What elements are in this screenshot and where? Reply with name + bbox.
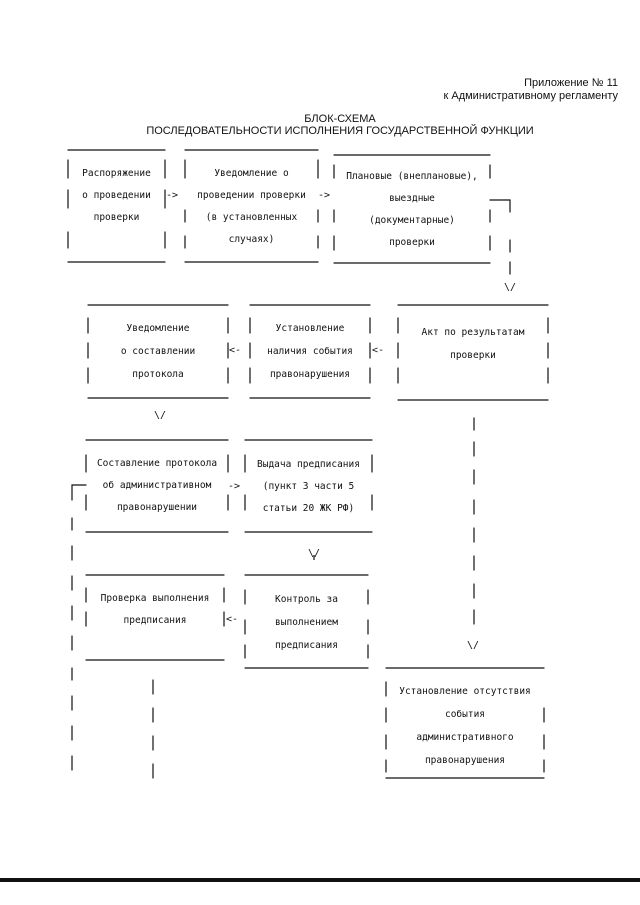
box-no-violation-line: Установление отсутствия — [399, 686, 531, 697]
box-inspection-type-line: (документарные) — [369, 215, 455, 226]
box-notice-protocol-line: протокола — [132, 369, 184, 380]
box-control-execution-line: Контроль за — [275, 594, 338, 605]
box-inspection-type-line: выездные — [389, 193, 435, 204]
box-no-violation-line: события — [444, 709, 486, 720]
box-prescription-line: статьи 20 ЖК РФ) — [262, 503, 355, 514]
box-notice-inspection-line: Уведомление о — [214, 168, 289, 179]
box-control-execution-line: выполнением — [275, 617, 338, 628]
box-inspection-type-line: Плановые (внеплановые), — [346, 171, 478, 182]
box-prescription: Выдача предписания (пункт 3 части 5 стат… — [245, 454, 372, 520]
arrow-violation-to-notice: <- — [229, 345, 242, 356]
arrow-act-to-violation: <- — [372, 345, 385, 356]
arrow-protocol-to-prescription: -> — [228, 481, 241, 492]
box-order-line: Распоряжение — [82, 168, 151, 179]
box-check-execution-line: предписания — [123, 615, 187, 626]
box-violation-established-line: правонарушения — [269, 369, 351, 380]
box-notice-inspection-line: проведении проверки — [197, 190, 306, 201]
box-control-execution: Контроль за выполнением предписания — [245, 588, 368, 657]
box-check-execution: Проверка выполнения предписания — [86, 588, 224, 632]
box-protocol: Составление протокола об административно… — [86, 452, 228, 520]
appendix-label: Приложение № 11 — [524, 77, 618, 89]
box-prescription-line: Выдача предписания — [257, 459, 360, 470]
arrow-order-to-notice: -> — [166, 190, 179, 201]
box-notice-protocol: Уведомление о составлении протокола — [88, 317, 228, 386]
box-notice-inspection-line: случаях) — [228, 234, 275, 245]
page-bottom-edge — [0, 878, 640, 882]
box-inspection-act-line: Акт по результатам — [421, 327, 525, 338]
box-prescription-line: (пункт 3 части 5 — [262, 481, 355, 492]
box-notice-inspection: Уведомление о проведении проверки (в уст… — [185, 163, 318, 251]
box-no-violation-line: правонарушения — [424, 755, 506, 766]
box-protocol-line: об административном — [102, 480, 212, 491]
box-inspection-act: Акт по результатам проверки — [398, 320, 548, 366]
box-inspection-type: Плановые (внеплановые), выездные (докуме… — [334, 166, 490, 254]
box-check-execution-line: Проверка выполнения — [100, 593, 210, 604]
box-inspection-type-line: проверки — [389, 237, 435, 248]
box-no-violation-line: административного — [416, 732, 514, 743]
arrow-notice-down: \/ — [154, 410, 167, 421]
box-violation-established-line: наличия события — [267, 346, 353, 357]
box-order: Распоряжение о проведении проверки — [68, 163, 165, 229]
box-protocol-line: Составление протокола — [96, 458, 218, 469]
box-notice-protocol-line: о составлении — [120, 346, 196, 357]
arrow-notice-to-type: -> — [318, 190, 331, 201]
diagram-subtitle: ПОСЛЕДОВАТЕЛЬНОСТИ ИСПОЛНЕНИЯ ГОСУДАРСТВ… — [146, 125, 534, 137]
arrow-act-down: \/ — [467, 640, 480, 651]
box-no-violation: Установление отсутствия события админист… — [386, 680, 544, 772]
box-notice-inspection-line: (в установленных — [205, 212, 298, 223]
box-violation-established-line: Установление — [275, 323, 345, 334]
appendix-reference: к Административному регламенту — [443, 90, 618, 102]
arrow-prescription-down: \/ — [308, 548, 321, 559]
diagram-title: БЛОК-СХЕМА — [304, 113, 376, 125]
box-notice-protocol-line: Уведомление — [126, 323, 190, 334]
box-order-line: о проведении — [82, 190, 151, 201]
box-control-execution-line: предписания — [275, 640, 338, 651]
box-inspection-act-line: проверки — [450, 350, 496, 361]
box-protocol-line: правонарушении — [116, 502, 198, 513]
box-order-line: проверки — [93, 212, 140, 223]
arrow-type-down: \/ — [504, 282, 517, 293]
arrow-control-to-check: <- — [226, 614, 239, 625]
box-violation-established: Установление наличия события правонаруше… — [250, 317, 370, 386]
